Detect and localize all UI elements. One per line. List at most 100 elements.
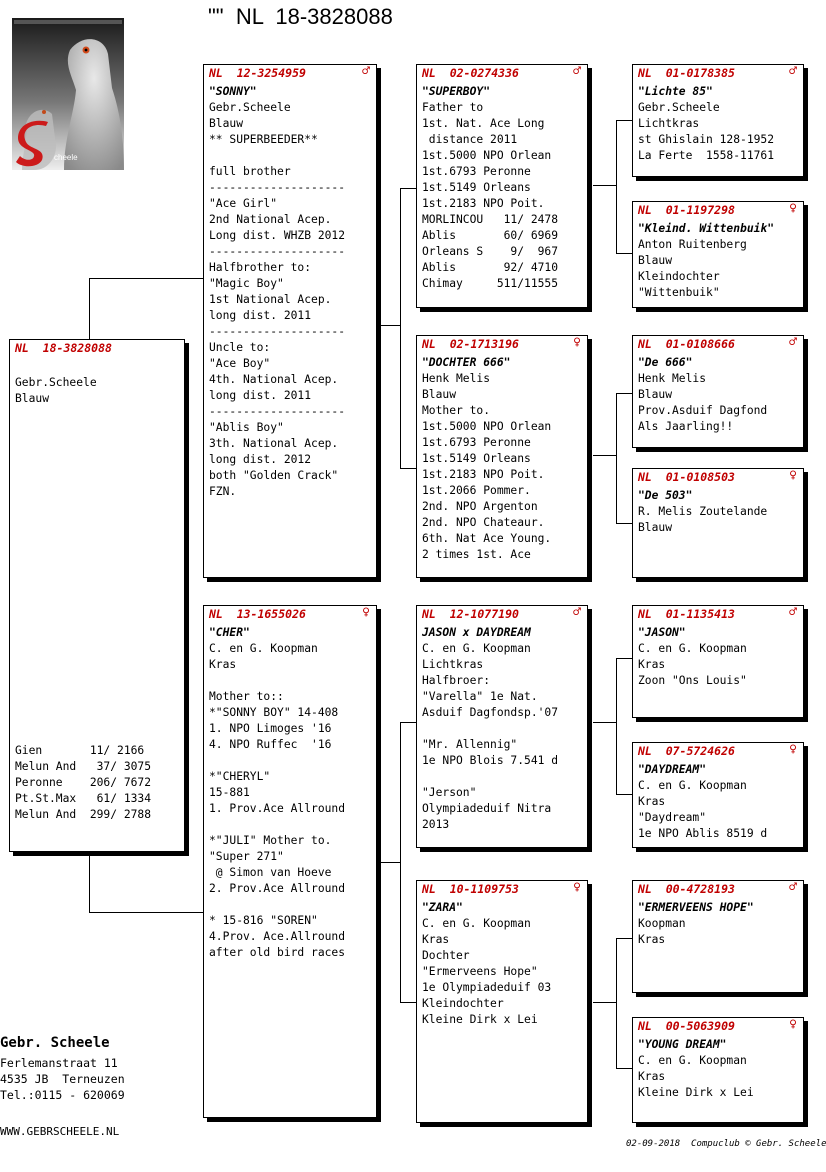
- connector-line: [616, 658, 617, 794]
- ring-number: NL 02-1713196♀: [417, 335, 587, 352]
- pedigree-line: 1st.5149 Orleans: [422, 452, 531, 465]
- pigeon-name: "JASON": [638, 626, 686, 639]
- pedigree-line: Halfbroer:: [422, 674, 491, 687]
- pedigree-line: [15, 711, 179, 727]
- pedigree-line: 1e NPO Ablis 8519 d: [638, 827, 768, 840]
- pedigree-line: 15-881: [209, 786, 250, 799]
- pedigree-line: *"SONNY BOY" 14-408: [209, 706, 339, 719]
- pedigree-line: Blauw: [638, 521, 673, 534]
- pedigree-line: Ablis 60/ 6969: [422, 229, 559, 242]
- pigeon-name: "Lichte 85": [638, 85, 713, 98]
- pedigree-line: Als Jaarling!!: [638, 420, 734, 433]
- ring-number: NL 02-0274336♂: [417, 64, 587, 81]
- pedigree-line: 2nd. NPO Chateaur.: [422, 516, 545, 529]
- pigeon-name: "ERMERVEENS HOPE": [638, 901, 754, 914]
- connector-line: [593, 185, 616, 186]
- pedigree-line: [15, 487, 179, 503]
- pigeon-name: "De 666": [638, 356, 693, 369]
- pedigree-line: "Wittenbuik": [638, 286, 720, 299]
- pedigree-line: Chimay 511/11555: [422, 277, 559, 290]
- pedigree-card-dsd[interactable]: NL 07-5724626♀"DAYDREAM"C. en G. Koopman…: [632, 742, 804, 848]
- website-link[interactable]: WWW.GEBRSCHEELE.NL: [0, 1125, 120, 1138]
- pedigree-line: * 15-816 "SOREN": [209, 914, 318, 927]
- pedigree-card-sdd[interactable]: NL 01-0108503♀"De 503"R. Melis Zouteland…: [632, 468, 804, 578]
- pigeon-name: "ZARA": [422, 901, 463, 914]
- pedigree-line: 4th. National Acep.: [209, 373, 339, 386]
- male-symbol-icon: ♂: [789, 880, 797, 895]
- ring-number: NL 00-5063909♀: [633, 1017, 803, 1034]
- pigeon-name: "CHER": [209, 626, 250, 639]
- pedigree-line: Kras: [422, 933, 450, 946]
- connector-line: [89, 912, 204, 913]
- pedigree-line: 1st. Nat. Ace Long: [422, 117, 545, 130]
- pedigree-line: Kleindochter: [422, 997, 504, 1010]
- pedigree-line: Pt.St.Max 61/ 1334: [15, 792, 152, 805]
- ring-number: NL 01-0178385♂: [633, 64, 803, 81]
- connector-line: [89, 278, 90, 340]
- pedigree-line: after old bird races: [209, 946, 346, 959]
- connector-line: [593, 1002, 616, 1003]
- pedigree-line: --------------------: [209, 325, 346, 338]
- ring-number-text: NL 13-1655026: [209, 607, 306, 621]
- pedigree-line: long dist. 2011: [209, 309, 312, 322]
- connector-line: [616, 393, 617, 523]
- connector-line: [616, 393, 632, 394]
- pedigree-line: C. en G. Koopman: [209, 642, 318, 655]
- pedigree-card-ssd[interactable]: NL 01-1197298♀"Kleind. Wittenbuik"Anton …: [632, 201, 804, 308]
- pedigree-line: Kleine Dirk x Lei: [422, 1013, 538, 1026]
- pedigree-line: @ Simon van Hoeve: [209, 866, 332, 879]
- pedigree-line: [209, 673, 371, 689]
- pedigree-line: [15, 423, 179, 439]
- ring-number-text: NL 01-1135413: [638, 607, 735, 621]
- pedigree-line: Mother to.: [422, 404, 491, 417]
- connector-line: [400, 188, 416, 189]
- pedigree-line: C. en G. Koopman: [638, 779, 747, 792]
- pedigree-line: "Ermerveens Hope": [422, 965, 538, 978]
- pedigree-line: 4.Prov. Ace.Allround: [209, 930, 346, 943]
- pedigree-line: "Ablis Boy": [209, 421, 284, 434]
- pedigree-line: 1e NPO Blois 7.541 d: [422, 754, 559, 767]
- pedigree-line: Orleans S 9/ 967: [422, 245, 559, 258]
- pedigree-line: [15, 663, 179, 679]
- pedigree-line: "Super 271": [209, 850, 284, 863]
- pedigree-card-ddd[interactable]: NL 00-5063909♀"YOUNG DREAM"C. en G. Koop…: [632, 1017, 804, 1123]
- connector-line: [616, 120, 632, 121]
- connector-line: [380, 325, 400, 326]
- pedigree-line: Asduif Dagfondsp.'07: [422, 706, 559, 719]
- pedigree-line: C. en G. Koopman: [638, 1054, 747, 1067]
- ring-number: NL 18-3828088: [10, 340, 184, 356]
- pedigree-line: 1e Olympiadeduif 03: [422, 981, 552, 994]
- pedigree-line: 1st.5000 NPO Orlean: [422, 149, 552, 162]
- owner-phone: Tel.:0115 - 620069: [0, 1088, 125, 1102]
- pedigree-line: long dist. 2012: [209, 453, 312, 466]
- male-symbol-icon: ♂: [362, 64, 370, 79]
- ring-number-text: NL 02-1713196: [422, 337, 519, 351]
- pedigree-line: 1. NPO Limoges '16: [209, 722, 332, 735]
- pedigree-line: "Mr. Allennig": [422, 738, 518, 751]
- pedigree-line: 2 times 1st. Ace: [422, 548, 531, 561]
- pedigree-line: [15, 647, 179, 663]
- ring-number: NL 12-3254959♂: [204, 64, 376, 81]
- female-symbol-icon: ♀: [789, 1017, 797, 1032]
- female-symbol-icon: ♀: [789, 468, 797, 483]
- pigeon-name: "SUPERBOY": [422, 85, 491, 98]
- owner-address-line: Ferlemanstraat 11: [0, 1056, 118, 1070]
- pedigree-line: Dochter: [422, 949, 470, 962]
